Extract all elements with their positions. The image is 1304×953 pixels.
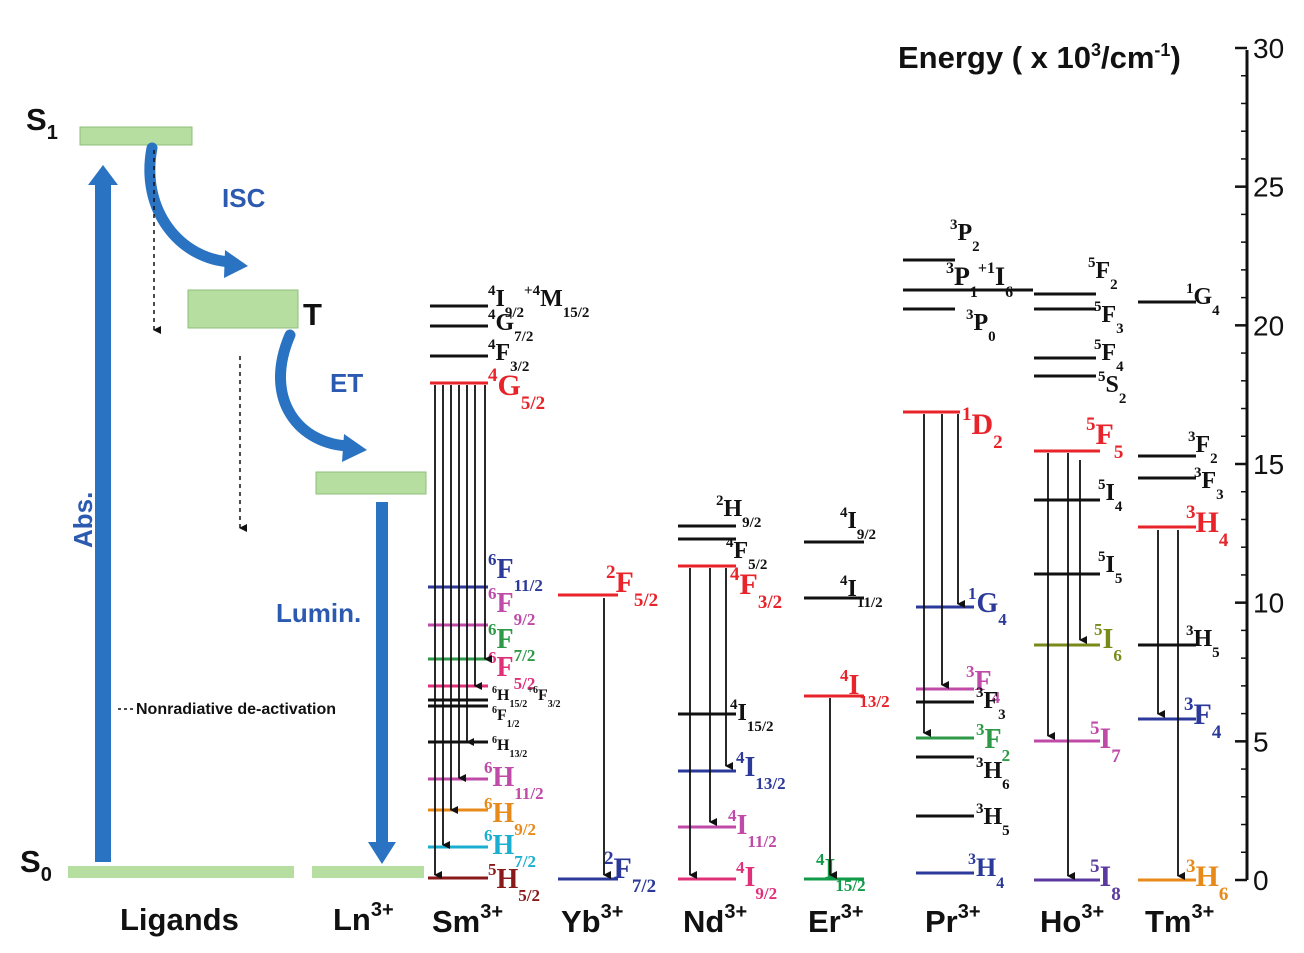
level-label-er: 4I15/2 (816, 850, 866, 895)
level-label-ho: 5F2 (1088, 255, 1118, 293)
column-ho-label: Ho3+ (1040, 901, 1104, 939)
axis-title: Energy ( x 103/cm-1) (898, 40, 1181, 75)
level-label-ho: 5F3 (1094, 299, 1124, 337)
level-label-nd: 4F5/2 (726, 535, 767, 573)
energy-axis: 0 5 10 15 20 25 30 Energy ( x 103/cm-1) (898, 33, 1284, 896)
level-label-er: 4I9/2 (840, 505, 876, 543)
level-label-ho: 5I7 (1090, 718, 1121, 767)
et-label: ET (330, 368, 363, 398)
level-label-ho: 5I8 (1090, 856, 1121, 905)
level-label-sm: 4G5/2 (488, 365, 545, 414)
level-label-tm: 3F3 (1194, 465, 1224, 503)
isc-arrow (144, 142, 238, 268)
level-label-ho: 5S2 (1098, 369, 1126, 407)
level-label-sm: 5H5/2 (488, 860, 540, 905)
level-label-ho: 5F5 (1086, 414, 1123, 463)
level-label-sm: 4F3/2 (488, 337, 529, 375)
level-label-pr: 3H6 (976, 755, 1010, 793)
column-tm-label: Tm3+ (1145, 901, 1214, 939)
level-label-ho: 5I4 (1098, 477, 1123, 515)
level-label-er: 4I11/2 (840, 573, 883, 611)
level-label-tm: 3H6 (1186, 856, 1228, 905)
ligand-excited-level (315, 471, 427, 495)
absorption-arrow (88, 165, 118, 862)
s1-level (79, 126, 193, 146)
level-label-ho: 5I5 (1098, 549, 1122, 587)
ligand-panel: S1 S0 T Abs. ISC ET Lumin. Nonradiative … (20, 102, 427, 937)
level-label-sm: 6F11/2 (488, 550, 543, 595)
transition-arrows (434, 385, 1185, 880)
level-label-nd: 4I9/2 (736, 858, 777, 903)
level-label-er: 4I13/2 (840, 666, 890, 711)
column-sm-label: Sm3+ (432, 901, 503, 939)
level-label-pr: 1D2 (962, 404, 1003, 453)
level-label-sm: 6F1/2 (492, 705, 520, 730)
axis-tick-label: 15 (1253, 449, 1284, 480)
level-label-yb: 2F5/2 (606, 562, 658, 611)
level-label-pr: 3F3 (976, 685, 1006, 723)
level-label-sm: 4G7/2 (488, 307, 533, 345)
level-label-sm: 6F9/2 (488, 584, 535, 629)
axis-tick-label: 5 (1253, 726, 1269, 757)
level-label-sm: 6H13/2 (492, 735, 527, 760)
isc-label: ISC (222, 183, 266, 213)
axis-tick-label: 30 (1253, 33, 1284, 64)
et-arrow-head (342, 434, 367, 462)
ln-label: Ln3+ (333, 899, 394, 937)
level-label-sm: 6H11/2 (484, 758, 544, 803)
level-label-sm: 6H7/2 (484, 826, 536, 871)
level-label-sm: 6H15/2+6F3/2 (492, 685, 561, 710)
column-nd-label: Nd3+ (683, 901, 747, 939)
nonradiative-label: Nonradiative de-activation (136, 701, 336, 718)
level-label-pr: 3P0 (966, 307, 996, 345)
isc-arrow-head (224, 250, 248, 278)
axis-tick-label: 20 (1253, 310, 1284, 341)
level-label-tm: 3F4 (1184, 694, 1222, 743)
et-arrow (275, 329, 356, 452)
ligands-label: Ligands (120, 902, 239, 937)
abs-label: Abs. (68, 492, 98, 548)
t-label: T (303, 297, 322, 332)
ion-column-labels: Sm3+ Yb3+ Nd3+ Er3+ Pr3+ Ho3+ Tm3+ (432, 901, 1214, 939)
s1-label: S1 (26, 102, 58, 144)
t-level (187, 289, 299, 329)
level-label-pr: 3P1+1I6 (946, 260, 1013, 301)
energy-levels: 4I9/2+4M15/24G7/24F3/24G5/26F11/26F9/26F… (428, 217, 1229, 905)
level-label-nd: 4I11/2 (728, 806, 777, 851)
column-pr-label: Pr3+ (925, 901, 981, 939)
axis-tick-label: 0 (1253, 865, 1269, 896)
s0-label: S0 (20, 844, 52, 886)
level-label-pr: 3P2 (950, 217, 980, 255)
level-label-pr: 3H4 (968, 851, 1004, 892)
level-label-tm: 3H5 (1186, 623, 1220, 661)
level-label-nd: 2H9/2 (716, 493, 761, 531)
lumin-label: Lumin. (276, 598, 361, 628)
level-label-ho: 5F4 (1094, 337, 1124, 375)
level-label-pr: 3H5 (976, 801, 1010, 839)
level-label-sm: 6F7/2 (488, 620, 535, 665)
level-label-pr: 3F2 (976, 720, 1010, 765)
level-label-ho: 5I6 (1094, 620, 1122, 665)
level-label-pr: 3F4 (966, 662, 1001, 707)
level-label-pr: 1G4 (968, 584, 1007, 629)
level-label-nd: 4I13/2 (736, 748, 786, 793)
level-label-yb: 2F7/2 (604, 848, 656, 897)
axis-tick-label: 10 (1253, 588, 1284, 619)
level-label-sm: 4I9/2+4M15/2 (488, 283, 589, 321)
level-label-sm: 6H9/2 (484, 794, 536, 839)
s0-ln-level (312, 866, 424, 878)
level-label-tm: 3F2 (1188, 429, 1218, 467)
level-label-tm: 3H4 (1186, 502, 1229, 551)
column-er-label: Er3+ (808, 901, 864, 939)
level-label-nd: 4I15/2 (730, 697, 774, 735)
axis-tick-label: 25 (1253, 172, 1284, 203)
s0-ligand-level (68, 866, 294, 878)
level-label-sm: 6F5/2 (488, 648, 535, 693)
level-label-tm: 1G4 (1186, 281, 1220, 319)
luminescence-arrow (368, 502, 396, 864)
column-yb-label: Yb3+ (561, 901, 623, 939)
level-label-nd: 4F3/2 (730, 564, 782, 613)
